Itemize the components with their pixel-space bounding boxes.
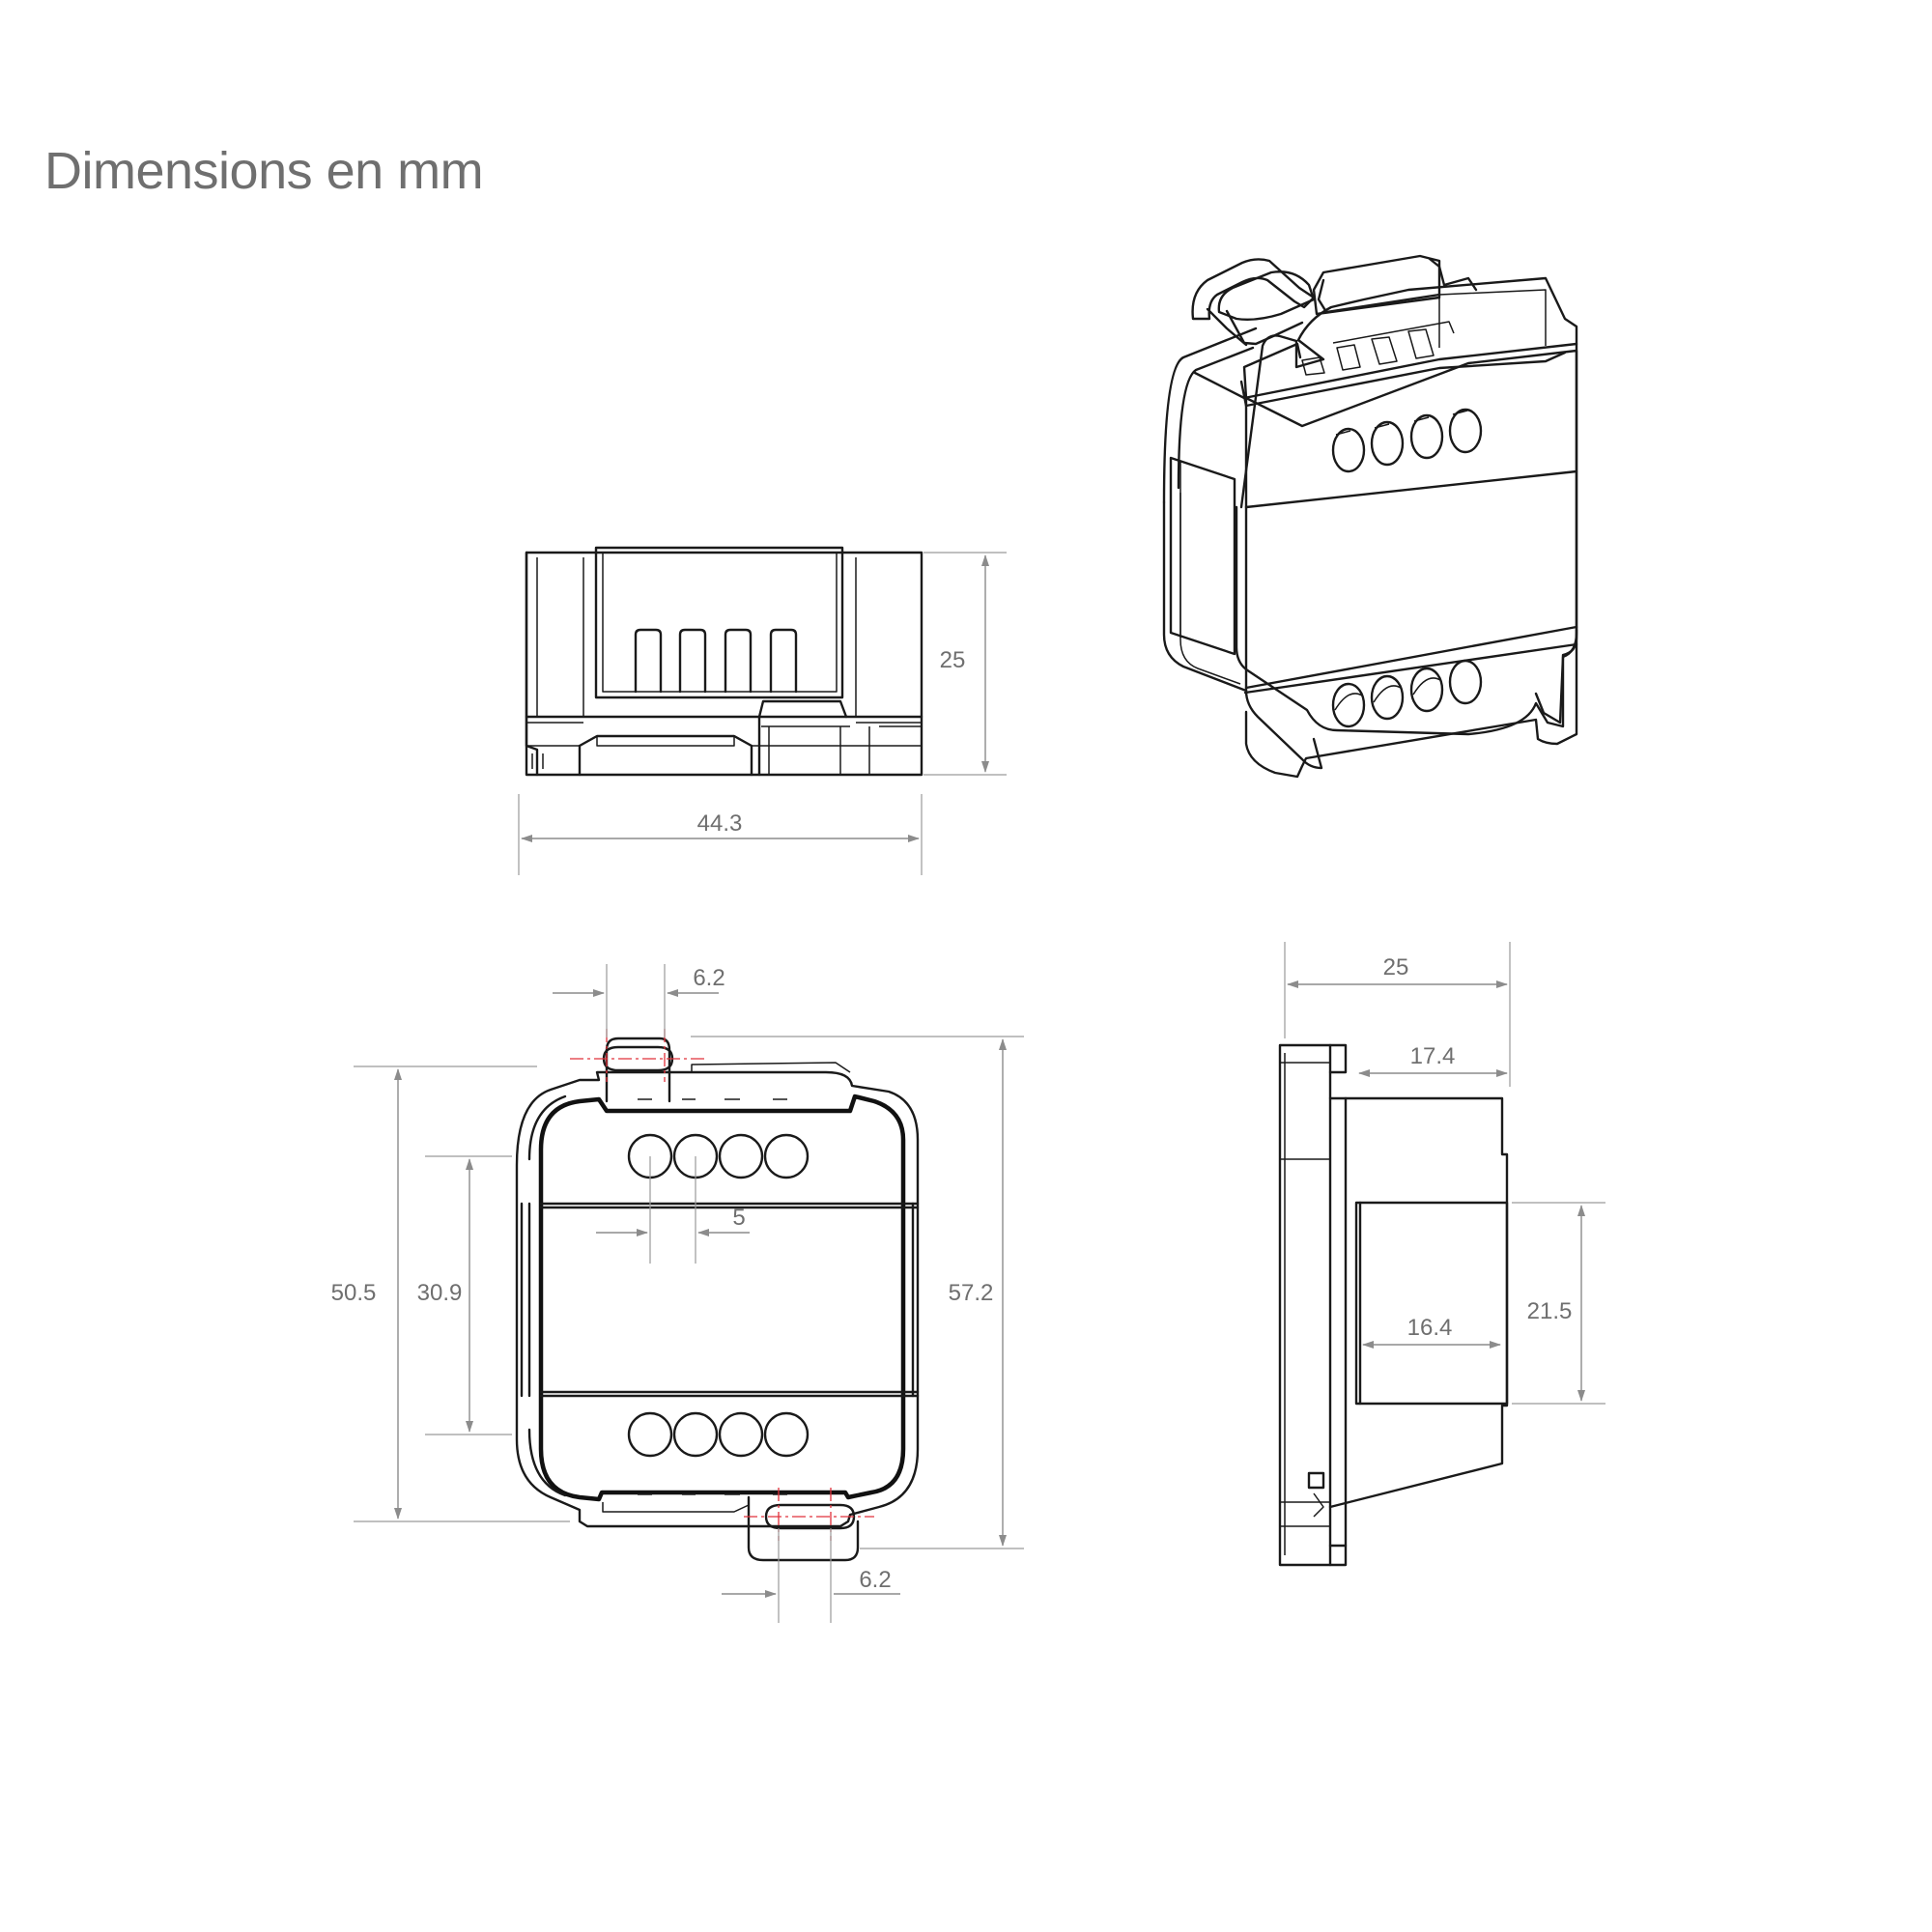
front-height-label: 25 [940, 647, 966, 673]
terminal-slots [634, 628, 798, 694]
front-dimensions: 25 44.3 [518, 552, 1007, 875]
iso-terminal-holes-bottom [1331, 659, 1483, 728]
tab-width-top-label: 6.2 [693, 965, 724, 991]
side-label-window-height-label: 21.5 [1527, 1298, 1573, 1324]
top-view-holes-bottom [627, 1411, 810, 1458]
front-width-label: 44.3 [697, 810, 743, 837]
side-view [1278, 1043, 1509, 1567]
hole-spacing-label: 30.9 [417, 1280, 463, 1306]
iso-terminal-holes-top [1331, 408, 1483, 473]
body-height-label: 50.5 [331, 1280, 377, 1306]
side-dimensions: 25 17.4 16.4 21.5 [1284, 942, 1605, 1405]
tab-width-bottom-label: 6.2 [859, 1567, 891, 1593]
front-view [525, 546, 923, 777]
top-view-holes-top [627, 1133, 810, 1179]
centerlines [570, 1029, 874, 1541]
side-body-depth-label: 17.4 [1410, 1043, 1456, 1069]
iso-terminal-slots [1301, 289, 1547, 376]
side-label-window-width-label: 16.4 [1407, 1315, 1453, 1341]
side-overall-depth-label: 25 [1383, 954, 1409, 980]
top-view [515, 1029, 920, 1562]
overall-height-label: 57.2 [949, 1280, 994, 1306]
isometric-view [1162, 254, 1578, 779]
top-dimensions: 6.2 5 50.5 30.9 57.2 6.2 [331, 964, 1024, 1623]
hole-pitch-label: 5 [732, 1205, 745, 1231]
page-title: Dimensions en mm [44, 142, 484, 200]
